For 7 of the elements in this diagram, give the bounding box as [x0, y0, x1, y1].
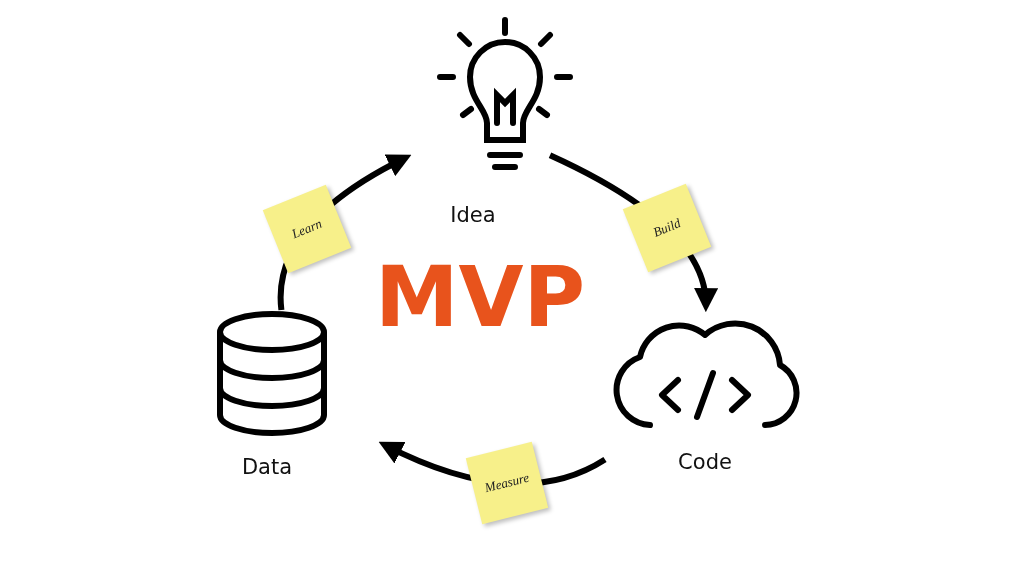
sticky-note-label: Build — [623, 183, 712, 273]
node-label: Code — [678, 450, 732, 474]
node-label: Data — [241, 455, 293, 479]
title: MVP — [373, 255, 587, 339]
sticky-note-label: Measure — [466, 442, 549, 525]
node-label: Idea — [450, 203, 496, 227]
sticky-note-label: Learn — [262, 184, 352, 274]
